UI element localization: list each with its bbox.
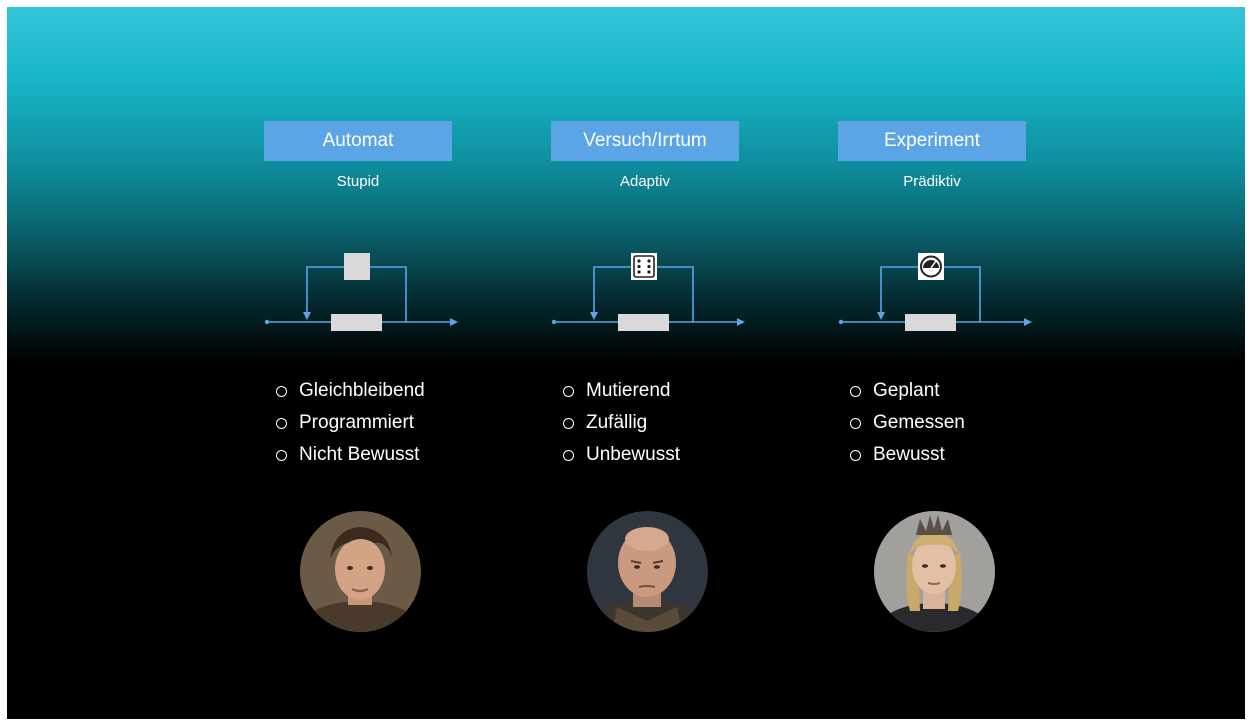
process-block <box>618 314 669 331</box>
circle-bullet-icon <box>563 417 574 429</box>
column-subtitle: Stupid <box>336 173 380 190</box>
portrait-blonde-woman <box>874 511 995 632</box>
slide: Automat Stupid Gleichbleibend Programmie… <box>7 7 1245 719</box>
list-item: Geplant <box>848 375 965 407</box>
column-versuch-irrtum: Versuch/Irrtum Adaptiv Mutier <box>499 7 799 719</box>
gauge-icon <box>918 253 944 280</box>
list-item: Nicht Bewusst <box>274 439 425 471</box>
feedback-block <box>344 253 370 280</box>
circle-bullet-icon <box>850 449 861 461</box>
bullet-list: Mutierend Zufällig Unbewusst <box>561 375 680 471</box>
circle-bullet-icon <box>850 417 861 429</box>
column-automat: Automat Stupid Gleichbleibend Programmie… <box>212 7 512 719</box>
circle-bullet-icon <box>276 417 287 429</box>
list-item: Bewusst <box>848 439 965 471</box>
list-item: Gemessen <box>848 407 965 439</box>
portrait-young-man <box>300 511 421 632</box>
feedback-loop-diagram <box>551 253 745 331</box>
list-item: Unbewusst <box>561 439 680 471</box>
bullet-list: Gleichbleibend Programmiert Nicht Bewuss… <box>274 375 425 471</box>
bullet-list: Geplant Gemessen Bewusst <box>848 375 965 471</box>
feedback-loop-diagram <box>264 253 458 331</box>
column-title: Versuch/Irrtum <box>551 121 739 161</box>
list-item: Zufällig <box>561 407 680 439</box>
column-subtitle: Adaptiv <box>619 173 671 190</box>
column-title: Automat <box>264 121 452 161</box>
circle-bullet-icon <box>850 385 861 397</box>
list-item: Gleichbleibend <box>274 375 425 407</box>
column-title: Experiment <box>838 121 1026 161</box>
column-experiment: Experiment Prädiktiv Geplant Gemessen Be… <box>786 7 1086 719</box>
column-subtitle: Prädiktiv <box>903 173 961 190</box>
feedback-loop-diagram <box>838 253 1032 331</box>
portrait-bald-man <box>587 511 708 632</box>
process-block <box>331 314 382 331</box>
process-block <box>905 314 956 331</box>
circle-bullet-icon <box>563 449 574 461</box>
circle-bullet-icon <box>563 385 574 397</box>
list-item: Mutierend <box>561 375 680 407</box>
list-item: Programmiert <box>274 407 425 439</box>
circle-bullet-icon <box>276 449 287 461</box>
dice-icon <box>631 253 657 280</box>
circle-bullet-icon <box>276 385 287 397</box>
